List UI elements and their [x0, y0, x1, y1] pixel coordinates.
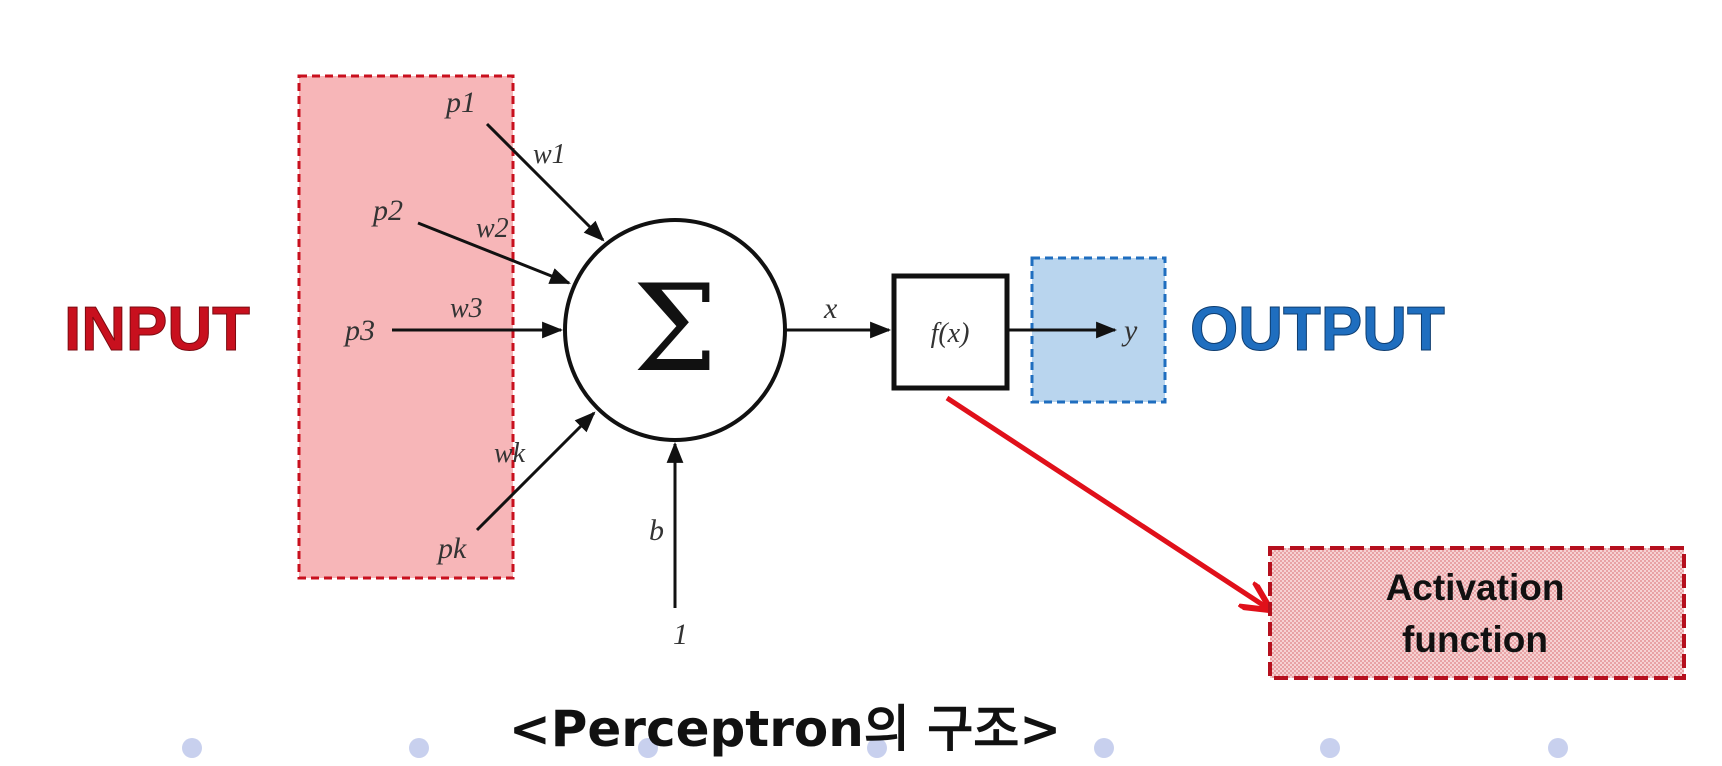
weight-label-w3: w3	[450, 293, 483, 324]
decorative-dots	[182, 738, 1568, 758]
output-node-label: y	[1121, 314, 1138, 347]
output-label: OUTPUT	[1190, 295, 1445, 364]
activation-note-line2: function	[1402, 619, 1548, 660]
activation-pointer-arrow	[945, 395, 1266, 607]
sum-output-label: x	[823, 292, 838, 325]
activation-note-line1: Activation	[1386, 567, 1565, 608]
input-label-pk: pk	[436, 532, 467, 565]
bias-input-label: 1	[673, 618, 688, 651]
input-arrow-p2	[417, 221, 571, 285]
input-label: INPUT	[64, 295, 250, 364]
input-label-p1: p1	[444, 86, 476, 119]
activation-node-label: f(x)	[931, 318, 970, 349]
weight-label-w2: w2	[476, 213, 509, 244]
activation-note-box	[1268, 546, 1686, 680]
summation-node	[563, 218, 787, 442]
summation-symbol: Σ	[633, 260, 718, 399]
weight-label-w1: w1	[533, 139, 566, 170]
input-arrow-p1	[485, 122, 605, 242]
input-box	[297, 74, 515, 580]
input-label-p3: p3	[343, 314, 375, 347]
input-label-p2: p2	[371, 194, 403, 227]
bias-label: b	[649, 514, 664, 547]
weight-label-wk: wk	[494, 438, 526, 469]
activation-node	[891, 273, 1010, 391]
input-arrow-pk	[475, 411, 596, 532]
diagram-title: <Perceptron의 구조>	[509, 700, 1061, 758]
